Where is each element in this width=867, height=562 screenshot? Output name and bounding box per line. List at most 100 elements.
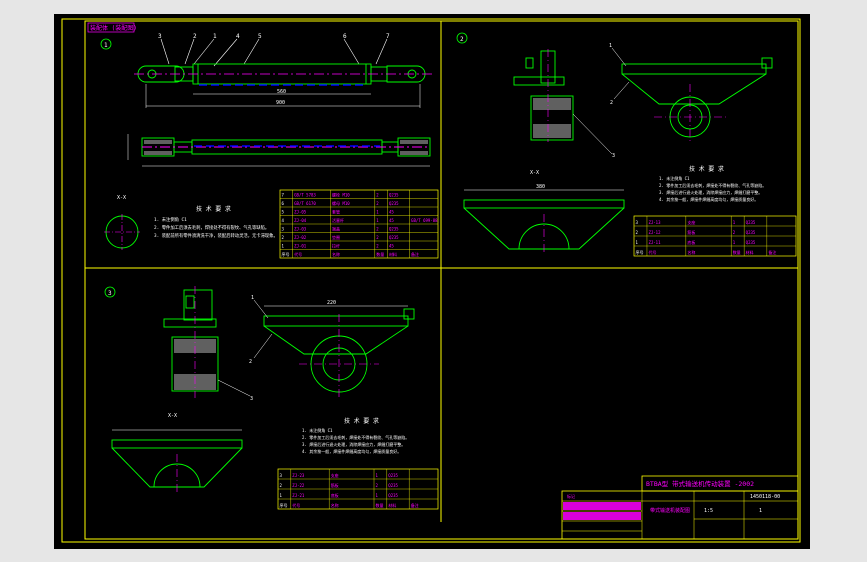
bom-cell: Q235: [388, 473, 398, 478]
view1-note-2: 2. 零件加工后须去毛刺，焊接处不得有裂纹、气孔等缺陷。: [154, 224, 269, 231]
bom-cell: 2: [376, 193, 379, 198]
bom-cell: ZJ-13: [648, 220, 661, 225]
view2-section-title: X-X: [530, 170, 539, 176]
bom-header-cell: 代号: [292, 502, 300, 508]
view1-marker: 1: [104, 42, 108, 49]
bom-cell: 2: [280, 483, 283, 488]
title-block-drawing-number: 1450118-00: [750, 494, 780, 500]
bom-cell: 45: [389, 218, 394, 223]
bom-cell: ZJ-22: [292, 483, 305, 488]
view1-dim-middle: 560: [277, 89, 286, 95]
view3-marker: 3: [108, 290, 112, 297]
view1-notes-title: 技 术 要 求: [196, 205, 231, 213]
cad-drawing: 装配体 (装配图) 1 3 2 1 4 5 6 7: [61, 18, 801, 543]
title-block-scale: 1:5: [704, 508, 713, 514]
view3-callout-2: 2: [249, 359, 252, 365]
view1-callout-6: 6: [343, 33, 347, 40]
view3-leader-2: [253, 333, 273, 359]
bom-cell: GB/T 5783: [294, 193, 316, 198]
view1-section-circle: [105, 215, 139, 249]
bom-cell: 套管: [332, 209, 340, 215]
bom-cell: 螺栓 M10: [332, 192, 350, 198]
view3-leader-3: [217, 379, 251, 397]
view2-section: [463, 199, 625, 250]
view3-dim-width: 220: [327, 300, 336, 306]
bom-header-cell: 代号: [648, 249, 656, 255]
bom-cell: 底板: [687, 239, 695, 245]
view3-leader-1: [253, 299, 269, 319]
view1-callout-7: 7: [386, 33, 390, 40]
view1-dim-overall: 900: [276, 100, 285, 106]
bom-header-cell: 代号: [294, 251, 302, 257]
title-block-drawing-name: 带式输送机装配图: [650, 507, 690, 514]
bom-cell: 1: [376, 473, 379, 478]
bom-header-cell: 备注: [768, 249, 776, 255]
bom-header-cell: 名称: [687, 249, 695, 255]
view1-callout-3: 3: [158, 33, 162, 40]
bom-cell: 1: [280, 493, 283, 498]
view3-section-title: X-X: [168, 413, 177, 419]
bom-cell: ZJ-11: [648, 240, 661, 245]
view2: 2 3: [456, 32, 797, 257]
bom-header-cell: 备注: [411, 251, 419, 257]
bom-cell: ZJ-02: [294, 235, 307, 240]
view2-leader-1: [611, 47, 627, 67]
bom-cell: ZJ-21: [292, 493, 305, 498]
view1-callout-5: 5: [258, 33, 262, 40]
view2-dim-width: 380: [536, 184, 545, 190]
bom-header-cell: 材料: [389, 251, 397, 257]
bom-cell: 支座: [331, 472, 339, 478]
bom-cell: 3: [280, 473, 283, 478]
bom-cell: ZJ-23: [292, 473, 305, 478]
view1-callout-1: 1: [213, 33, 217, 40]
title-block-revision-header: 标记: [567, 493, 575, 499]
view2-marker-circle: [456, 32, 468, 44]
bom-header-cell: 数量: [733, 249, 741, 255]
bom-cell: 3: [636, 220, 639, 225]
bom-cell: 1: [376, 210, 379, 215]
bom-cell: ZJ-01: [294, 244, 307, 249]
bom-cell: ZJ-04: [294, 218, 307, 223]
bom-cell: 筋板: [687, 229, 695, 235]
view2-callout-1: 1: [609, 43, 612, 49]
view3-callout-1: 1: [251, 295, 254, 301]
frame-corner-label-box: 装配体 (装配图): [87, 22, 137, 33]
bom-header-cell: 材料: [388, 502, 396, 508]
bom-header-cell: 序号: [636, 249, 644, 255]
bom-cell: 1: [733, 240, 736, 245]
bom-cell: 2: [376, 483, 379, 488]
view2-leader-2: [613, 81, 630, 100]
bom-cell: 筋板: [331, 482, 339, 488]
bom-cell: 2: [376, 244, 379, 249]
bom-cell: 2: [376, 235, 379, 240]
bom-cell: 45: [389, 244, 394, 249]
view1-callout-2: 2: [193, 33, 197, 40]
bom-cell: GB/T 6170: [294, 201, 316, 206]
title-block-grid: [562, 491, 798, 539]
view2-callout-2: 2: [610, 100, 613, 106]
view2-note-2: 2. 零件加工后须去毛刺，焊接处不得有裂纹、气孔等缺陷。: [659, 182, 766, 188]
view3-section: [111, 439, 243, 488]
bom-cell: 端盖: [332, 226, 340, 232]
bom-cell: 2: [282, 235, 285, 240]
view1-plan: [141, 137, 431, 157]
bom-cell: ZJ-12: [648, 230, 661, 235]
title-block-project: BTBA型 带式输送机传动装置 -2002: [646, 479, 754, 488]
bom-cell: 螺母 M10: [332, 200, 350, 206]
bom-header-cell: 数量: [376, 502, 384, 508]
bom-cell: Q235: [389, 201, 399, 206]
bom-cell: Q235: [389, 235, 399, 240]
bom-cell: Q235: [388, 493, 398, 498]
bom-cell: 7: [282, 193, 285, 198]
bom-cell: GB/T 699-88: [411, 218, 438, 223]
view2-note-4: 4. 其余按一般，焊接件焊缝高度均匀，焊接质量良好。: [659, 196, 758, 202]
view2-weldment: [621, 57, 773, 138]
view3-note-3: 3. 焊接后进行退火处理，消除焊接应力，焊缝打磨平整。: [302, 441, 405, 447]
view2-leader-3: [572, 113, 613, 155]
view1-plan-dims: [127, 134, 430, 167]
bom-cell: 5: [282, 210, 285, 215]
bom-cell: 2: [376, 227, 379, 232]
